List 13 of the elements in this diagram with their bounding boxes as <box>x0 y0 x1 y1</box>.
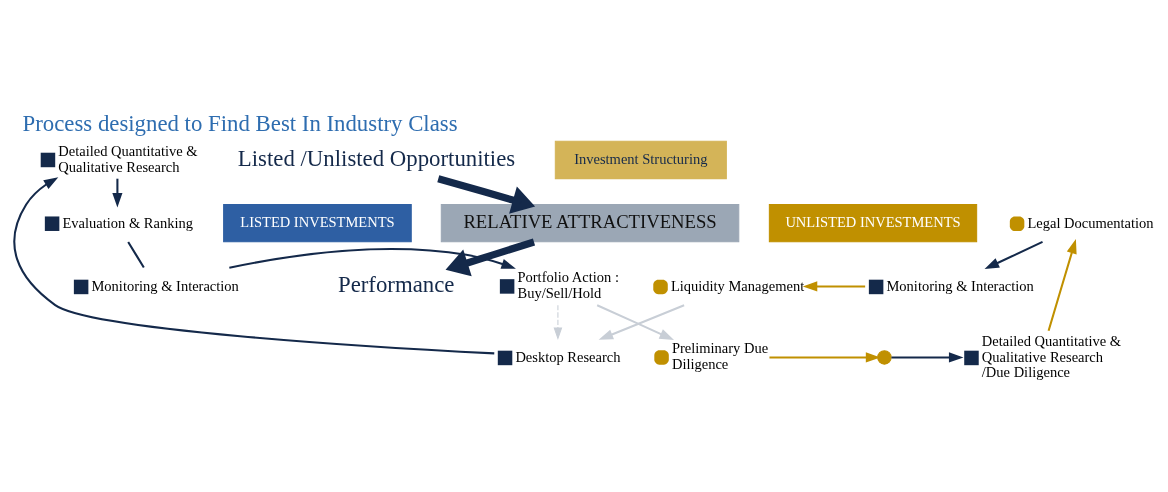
node-label: Legal Documentation <box>1027 214 1154 231</box>
node-label: Evaluation & Ranking <box>62 214 193 231</box>
node-label: Preliminary Due Diligence <box>671 340 769 373</box>
node-label: Liquidity Management <box>670 277 805 294</box>
node-label: Monitoring & Interaction <box>886 277 1034 294</box>
node-label: Detailed Quantitative & Qualitative Research <box>58 143 198 175</box>
diagram-title: Process designed to Find Best In Industry Class <box>22 110 458 136</box>
node-label: Monitoring & Interaction <box>91 277 239 294</box>
node-label: Detailed Quantitative & Qualitative Research /Due Diligence <box>981 333 1122 381</box>
node-label: Portfolio Action : Buy/Sell/Hold <box>517 269 619 302</box>
node-label: Desktop Research <box>515 348 621 365</box>
node-text: Listed /Unlisted Opportunities <box>237 145 516 171</box>
node-text: Performance <box>337 272 455 298</box>
